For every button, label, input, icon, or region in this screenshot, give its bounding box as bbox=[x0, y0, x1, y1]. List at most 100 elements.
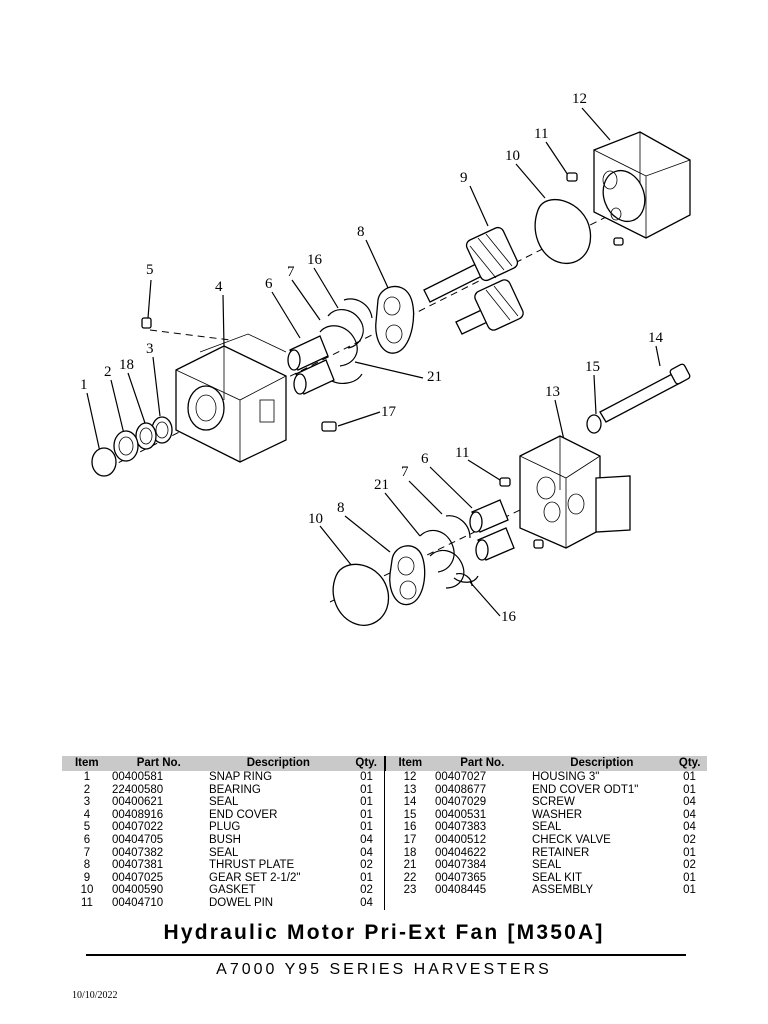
part-no-cell: 00407365 bbox=[435, 871, 487, 884]
part-no-cell: 00404622 bbox=[435, 846, 487, 859]
part-no-cell: 00407384 bbox=[435, 859, 487, 872]
qty-cell: 01 bbox=[360, 821, 373, 834]
item-cell: 1 bbox=[83, 771, 91, 783]
retainer-18 bbox=[135, 422, 157, 450]
item-cell: 17 bbox=[403, 833, 417, 846]
bushes-6-upper bbox=[287, 335, 335, 395]
snap-ring-1 bbox=[91, 447, 117, 477]
description-cell: END COVER bbox=[209, 808, 278, 821]
description-cell: SEAL bbox=[209, 796, 239, 809]
item-cell: 15 bbox=[403, 808, 417, 821]
header-description-2: Description bbox=[570, 757, 634, 769]
page-title: Hydraulic Motor Pri-Ext Fan [M350A] bbox=[163, 921, 605, 944]
qty-cell: 04 bbox=[683, 821, 696, 834]
item-cell: 5 bbox=[83, 821, 91, 834]
part-no-cell: 00404705 bbox=[112, 833, 164, 846]
description-cell: RETAINER bbox=[532, 846, 590, 859]
callout-2: 2 bbox=[104, 364, 112, 380]
part-no-cell: 22400580 bbox=[112, 783, 164, 796]
qty-cell: 02 bbox=[683, 859, 696, 872]
callout-10: 10 bbox=[505, 148, 520, 164]
description-cell: GEAR SET 2-1/2" bbox=[209, 871, 301, 884]
qty-cell: 01 bbox=[683, 771, 696, 783]
plug-5 bbox=[141, 317, 152, 329]
bushes-6-lower bbox=[469, 499, 515, 561]
gasket-10-lower bbox=[332, 563, 390, 626]
callout-18: 18 bbox=[119, 357, 134, 373]
leader-lines bbox=[86, 107, 661, 617]
qty-cell: 04 bbox=[360, 846, 373, 859]
qty-cell: 02 bbox=[360, 859, 373, 872]
callout-6b: 6 bbox=[421, 451, 429, 467]
description-cell: ASSEMBLY bbox=[532, 884, 594, 897]
part-no-cell: 00408677 bbox=[435, 783, 487, 796]
dowel-pin-11 bbox=[566, 172, 578, 182]
item-cell: 21 bbox=[403, 859, 417, 872]
table-row: 15 00400531 WASHER 04 bbox=[385, 809, 707, 822]
title-divider bbox=[86, 954, 686, 956]
page-subtitle: A7000 Y95 SERIES HARVESTERS bbox=[216, 961, 552, 978]
callout-16: 16 bbox=[307, 252, 323, 268]
header-part-no-2: Part No. bbox=[460, 757, 505, 769]
description-cell: SEAL bbox=[532, 821, 562, 834]
thrust-plate-8-lower bbox=[389, 545, 426, 606]
item-cell: 22 bbox=[403, 871, 417, 884]
item-cell: 11 bbox=[81, 896, 93, 909]
callout-12: 12 bbox=[572, 91, 587, 107]
item-cell: 14 bbox=[403, 796, 417, 809]
end-cover-13 bbox=[519, 435, 631, 549]
part-no-cell: 00407027 bbox=[435, 771, 487, 783]
housing-12 bbox=[593, 131, 691, 239]
header-qty-2: Qty. bbox=[678, 757, 701, 769]
callout-10b: 10 bbox=[308, 511, 323, 527]
description-cell: DOWEL PIN bbox=[209, 896, 274, 909]
qty-cell: 02 bbox=[683, 833, 696, 846]
qty-cell: 01 bbox=[683, 871, 696, 884]
part-no-cell: 00407022 bbox=[112, 821, 164, 834]
qty-cell: 04 bbox=[683, 796, 696, 809]
qty-cell: 01 bbox=[360, 808, 373, 821]
description-cell: SEAL bbox=[209, 846, 239, 859]
item-cell: 10 bbox=[80, 884, 94, 897]
part-no-cell: 00408916 bbox=[112, 808, 164, 821]
part-no-cell: 00400581 bbox=[112, 771, 164, 783]
callout-21: 21 bbox=[427, 369, 442, 385]
callout-11b: 11 bbox=[455, 445, 469, 461]
description-cell: END COVER ODT1" bbox=[532, 783, 639, 796]
end-cover-4 bbox=[175, 333, 287, 463]
screw-14 bbox=[599, 363, 691, 423]
dowel-pin-11d bbox=[533, 539, 544, 549]
part-no-cell: 00400531 bbox=[435, 808, 487, 821]
qty-cell: 04 bbox=[683, 808, 696, 821]
description-cell: HOUSING 3" bbox=[532, 771, 600, 783]
part-no-cell: 00408445 bbox=[435, 884, 487, 897]
description-cell: SCREW bbox=[532, 796, 575, 809]
description-cell: BUSH bbox=[209, 833, 241, 846]
description-cell: WASHER bbox=[532, 808, 583, 821]
header-qty: Qty. bbox=[355, 757, 377, 769]
washer-15 bbox=[586, 414, 602, 434]
qty-cell: 01 bbox=[683, 846, 696, 859]
callout-14: 14 bbox=[648, 330, 664, 346]
exploded-parts-diagram: 12 11 10 9 8 16 5 4 7 6 21 14 15 18 3 2 … bbox=[80, 91, 691, 626]
callout-17: 17 bbox=[381, 404, 397, 420]
callout-11: 11 bbox=[534, 126, 548, 142]
callout-3: 3 bbox=[146, 341, 154, 357]
qty-cell: 01 bbox=[683, 884, 696, 897]
description-cell: BEARING bbox=[209, 783, 261, 796]
callout-7: 7 bbox=[287, 264, 295, 280]
callout-16b: 16 bbox=[501, 609, 517, 625]
